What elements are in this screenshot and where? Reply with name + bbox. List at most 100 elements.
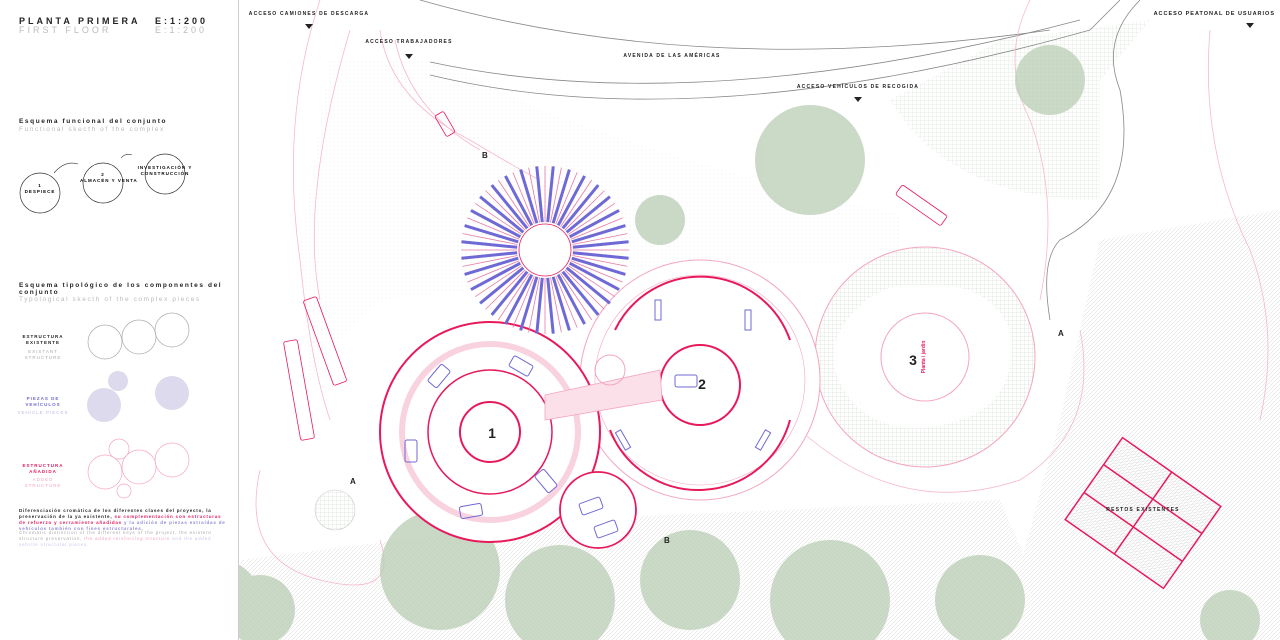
typological-heading-en: Typological skecth of the complex pieces xyxy=(19,296,201,303)
section-mark-a-west: A xyxy=(350,477,356,486)
vehicle-piece xyxy=(474,202,522,235)
vehicle-piece xyxy=(568,265,616,298)
vehicle-piece xyxy=(568,261,620,291)
description-es: Diferenciación cromática de los diferent… xyxy=(19,508,226,531)
added-paths xyxy=(255,0,1269,586)
typological-diagram xyxy=(87,312,190,499)
vehicle-piece xyxy=(550,277,562,333)
roads xyxy=(419,0,1141,321)
legend-panel: PLANTA PRIMERA E:1:200 FIRST FLOOR E:1:2… xyxy=(0,0,239,640)
vehicle-piece xyxy=(504,175,534,227)
access-workers: ACCESO TRABAJADORES xyxy=(365,39,452,59)
vehicle-piece xyxy=(550,167,562,223)
ruins-label: RESTOS EXISTENTES xyxy=(1106,507,1179,513)
vehicle-piece xyxy=(519,276,539,331)
trucks xyxy=(283,111,947,441)
vehicle-piece xyxy=(512,275,535,328)
vehicle-piece xyxy=(572,240,629,249)
vehicle-piece xyxy=(571,224,626,244)
plan-title: PLANTA PRIMERA xyxy=(19,16,141,26)
vehicle-piece xyxy=(535,166,544,223)
vehicle-piece xyxy=(572,251,629,260)
vehicle-piece xyxy=(560,179,593,227)
green-area xyxy=(890,20,1150,200)
typological-heading: Esquema tipológico de los componentes de… xyxy=(19,282,223,296)
vehicle-piece xyxy=(512,172,535,225)
access-pedestrian: ACCESO PEATONAL DE USUARIOS xyxy=(1150,8,1278,28)
svg-text:ACCESO CAMIONES DE DESCARGA: ACCESO CAMIONES DE DESCARGA xyxy=(249,11,369,17)
vehicle-piece xyxy=(490,184,529,230)
vehicle-piece xyxy=(535,277,544,334)
ground-area-east xyxy=(1000,210,1280,640)
legend-existing-en: EXISTANT STRUCTURE xyxy=(24,349,62,360)
vehicle-piece xyxy=(467,260,520,283)
vehicle-piece xyxy=(461,240,518,249)
building-2-label: 2 xyxy=(698,376,706,392)
vehicle-piece xyxy=(564,190,605,231)
access-pickup: ACCESO VEHÍCULOS DE RECOGIDA xyxy=(797,82,919,102)
vehicle-piece xyxy=(519,169,539,224)
access-trucks: ACCESO CAMIONES DE DESCARGA xyxy=(249,11,369,29)
radial-vehicle-structure xyxy=(461,166,629,334)
functional-heading: Esquema funcional del conjunto xyxy=(19,118,168,125)
building-1-label: 1 xyxy=(488,425,496,441)
vehicle-piece xyxy=(462,255,518,267)
vehicle-piece xyxy=(464,224,519,244)
building-3-note: Planta i jardín xyxy=(921,341,927,374)
vehicle-piece xyxy=(474,265,522,298)
vehicle-piece xyxy=(571,256,626,276)
bridge xyxy=(544,369,663,421)
vehicle-piece xyxy=(470,209,522,239)
vehicle-piece xyxy=(479,266,525,305)
plan-scale-en: E:1:200 xyxy=(155,25,208,35)
legend-vehicle: PIEZAS DE VEHÍCULOS xyxy=(25,396,61,407)
vehicle-piece xyxy=(485,269,526,310)
functional-diagram xyxy=(19,153,186,214)
vehicle-piece xyxy=(464,256,519,276)
functional-heading-en: Functional skecth of the complex xyxy=(19,126,165,133)
vehicle-piece xyxy=(570,260,623,283)
vehicle-piece xyxy=(470,261,522,291)
vehicle-piece xyxy=(528,167,540,223)
site-plan: AVENIDA DE LAS AMÉRICAS ACCESO CAMIONES … xyxy=(239,0,1280,640)
plan-title-en: FIRST FLOOR xyxy=(19,25,112,35)
vehicle-piece xyxy=(546,166,555,223)
plan-scale: E:1:200 xyxy=(155,16,209,26)
street-name: AVENIDA DE LAS AMÉRICAS xyxy=(623,51,720,59)
vehicle-piece xyxy=(572,255,628,267)
svg-text:ACCESO VEHÍCULOS DE RECOGIDA: ACCESO VEHÍCULOS DE RECOGIDA xyxy=(797,82,919,90)
vehicle-piece xyxy=(504,273,534,325)
vehicle-piece xyxy=(497,273,530,321)
vehicle-piece xyxy=(479,195,525,234)
vehicle-piece xyxy=(462,233,518,245)
section-mark-b-north: B xyxy=(482,151,488,160)
building-3-label: 3 xyxy=(909,352,917,368)
legend-added: ESTRUCTURA AÑADIDA xyxy=(22,463,64,474)
vehicle-piece xyxy=(556,175,586,227)
building-3 xyxy=(880,312,970,402)
vehicle-piece xyxy=(556,273,586,325)
vehicle-piece xyxy=(572,233,628,245)
vehicles xyxy=(404,299,772,539)
vehicle-piece xyxy=(561,184,600,230)
legend-vehicle-en: VEHICLE PIECES xyxy=(17,410,69,415)
vehicle-piece xyxy=(555,172,578,225)
vehicle-piece xyxy=(485,190,526,231)
vehicle-piece xyxy=(565,266,611,305)
svg-text:ACCESO TRABAJADORES: ACCESO TRABAJADORES xyxy=(365,39,452,45)
building-1-core xyxy=(459,401,521,463)
vehicle-piece xyxy=(565,195,611,234)
section-mark-b-south: B xyxy=(664,536,670,545)
vehicle-piece xyxy=(555,275,578,328)
vehicle-piece xyxy=(570,217,623,240)
vehicle-piece xyxy=(560,273,593,321)
vehicle-piece xyxy=(497,179,530,227)
vehicle-piece xyxy=(564,269,605,310)
vehicle-piece xyxy=(528,277,540,333)
description-en: Chromatic distinction of the different k… xyxy=(19,530,212,547)
legend-added-en: ADDED STRUCTURE xyxy=(24,477,62,488)
vehicle-piece xyxy=(467,217,520,240)
vehicle-piece xyxy=(490,270,529,316)
